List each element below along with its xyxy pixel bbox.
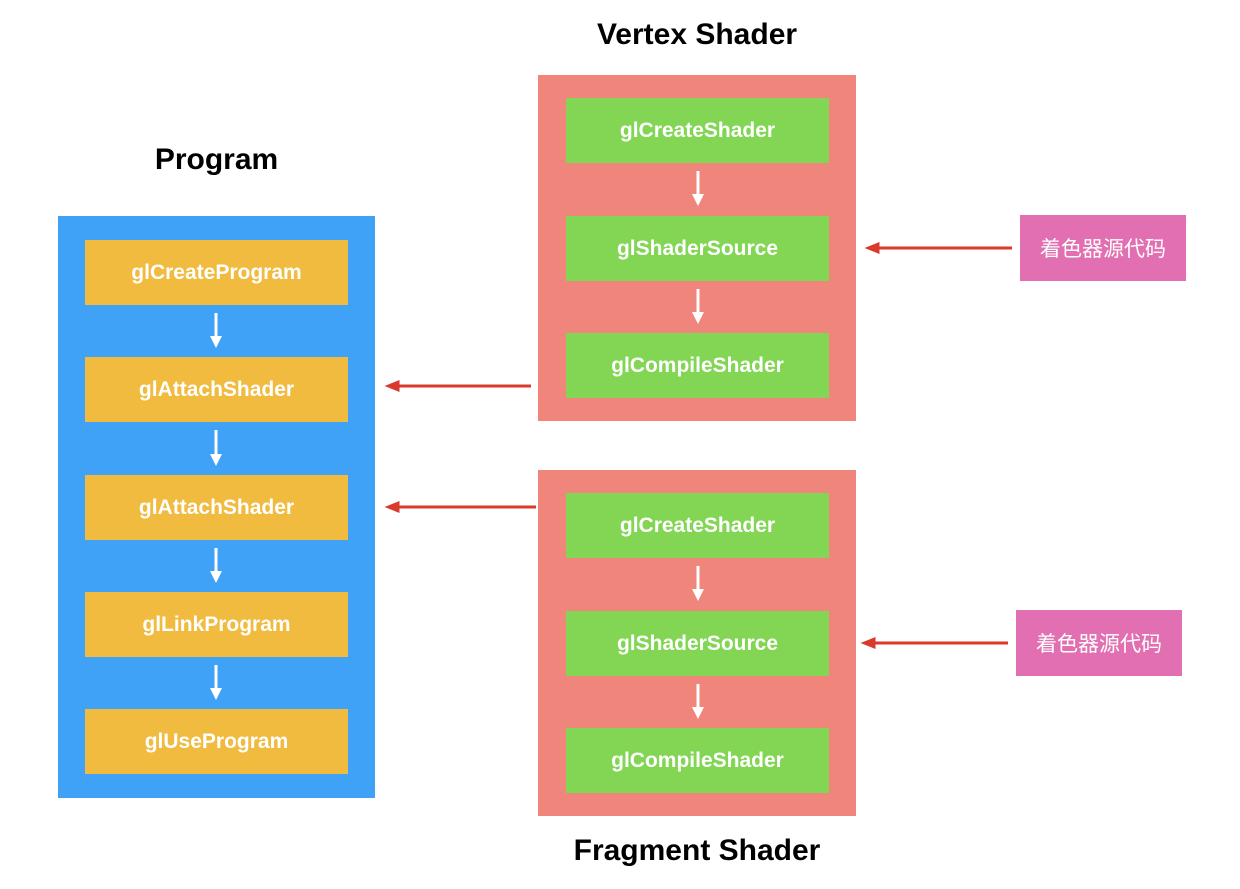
fragment-shader-title: Fragment Shader [573, 834, 821, 867]
step-link-program: glLinkProgram [85, 592, 348, 657]
program-title: Program [154, 143, 279, 176]
step-attach-shader-fragment: glAttachShader [85, 475, 348, 540]
step-create-program: glCreateProgram [85, 240, 348, 305]
fragment-step-shader-source: glShaderSource [566, 611, 829, 676]
vertex-source-code-tag: 着色器源代码 [1020, 215, 1186, 281]
vertex-shader-title: Vertex Shader [596, 18, 798, 51]
fragment-step-create-shader: glCreateShader [566, 493, 829, 558]
step-attach-shader-vertex: glAttachShader [85, 357, 348, 422]
step-use-program: glUseProgram [85, 709, 348, 774]
vertex-step-shader-source: glShaderSource [566, 216, 829, 281]
fragment-step-compile-shader: glCompileShader [566, 728, 829, 793]
vertex-step-create-shader: glCreateShader [566, 98, 829, 163]
vertex-step-compile-shader: glCompileShader [566, 333, 829, 398]
fragment-source-code-tag: 着色器源代码 [1016, 610, 1182, 676]
